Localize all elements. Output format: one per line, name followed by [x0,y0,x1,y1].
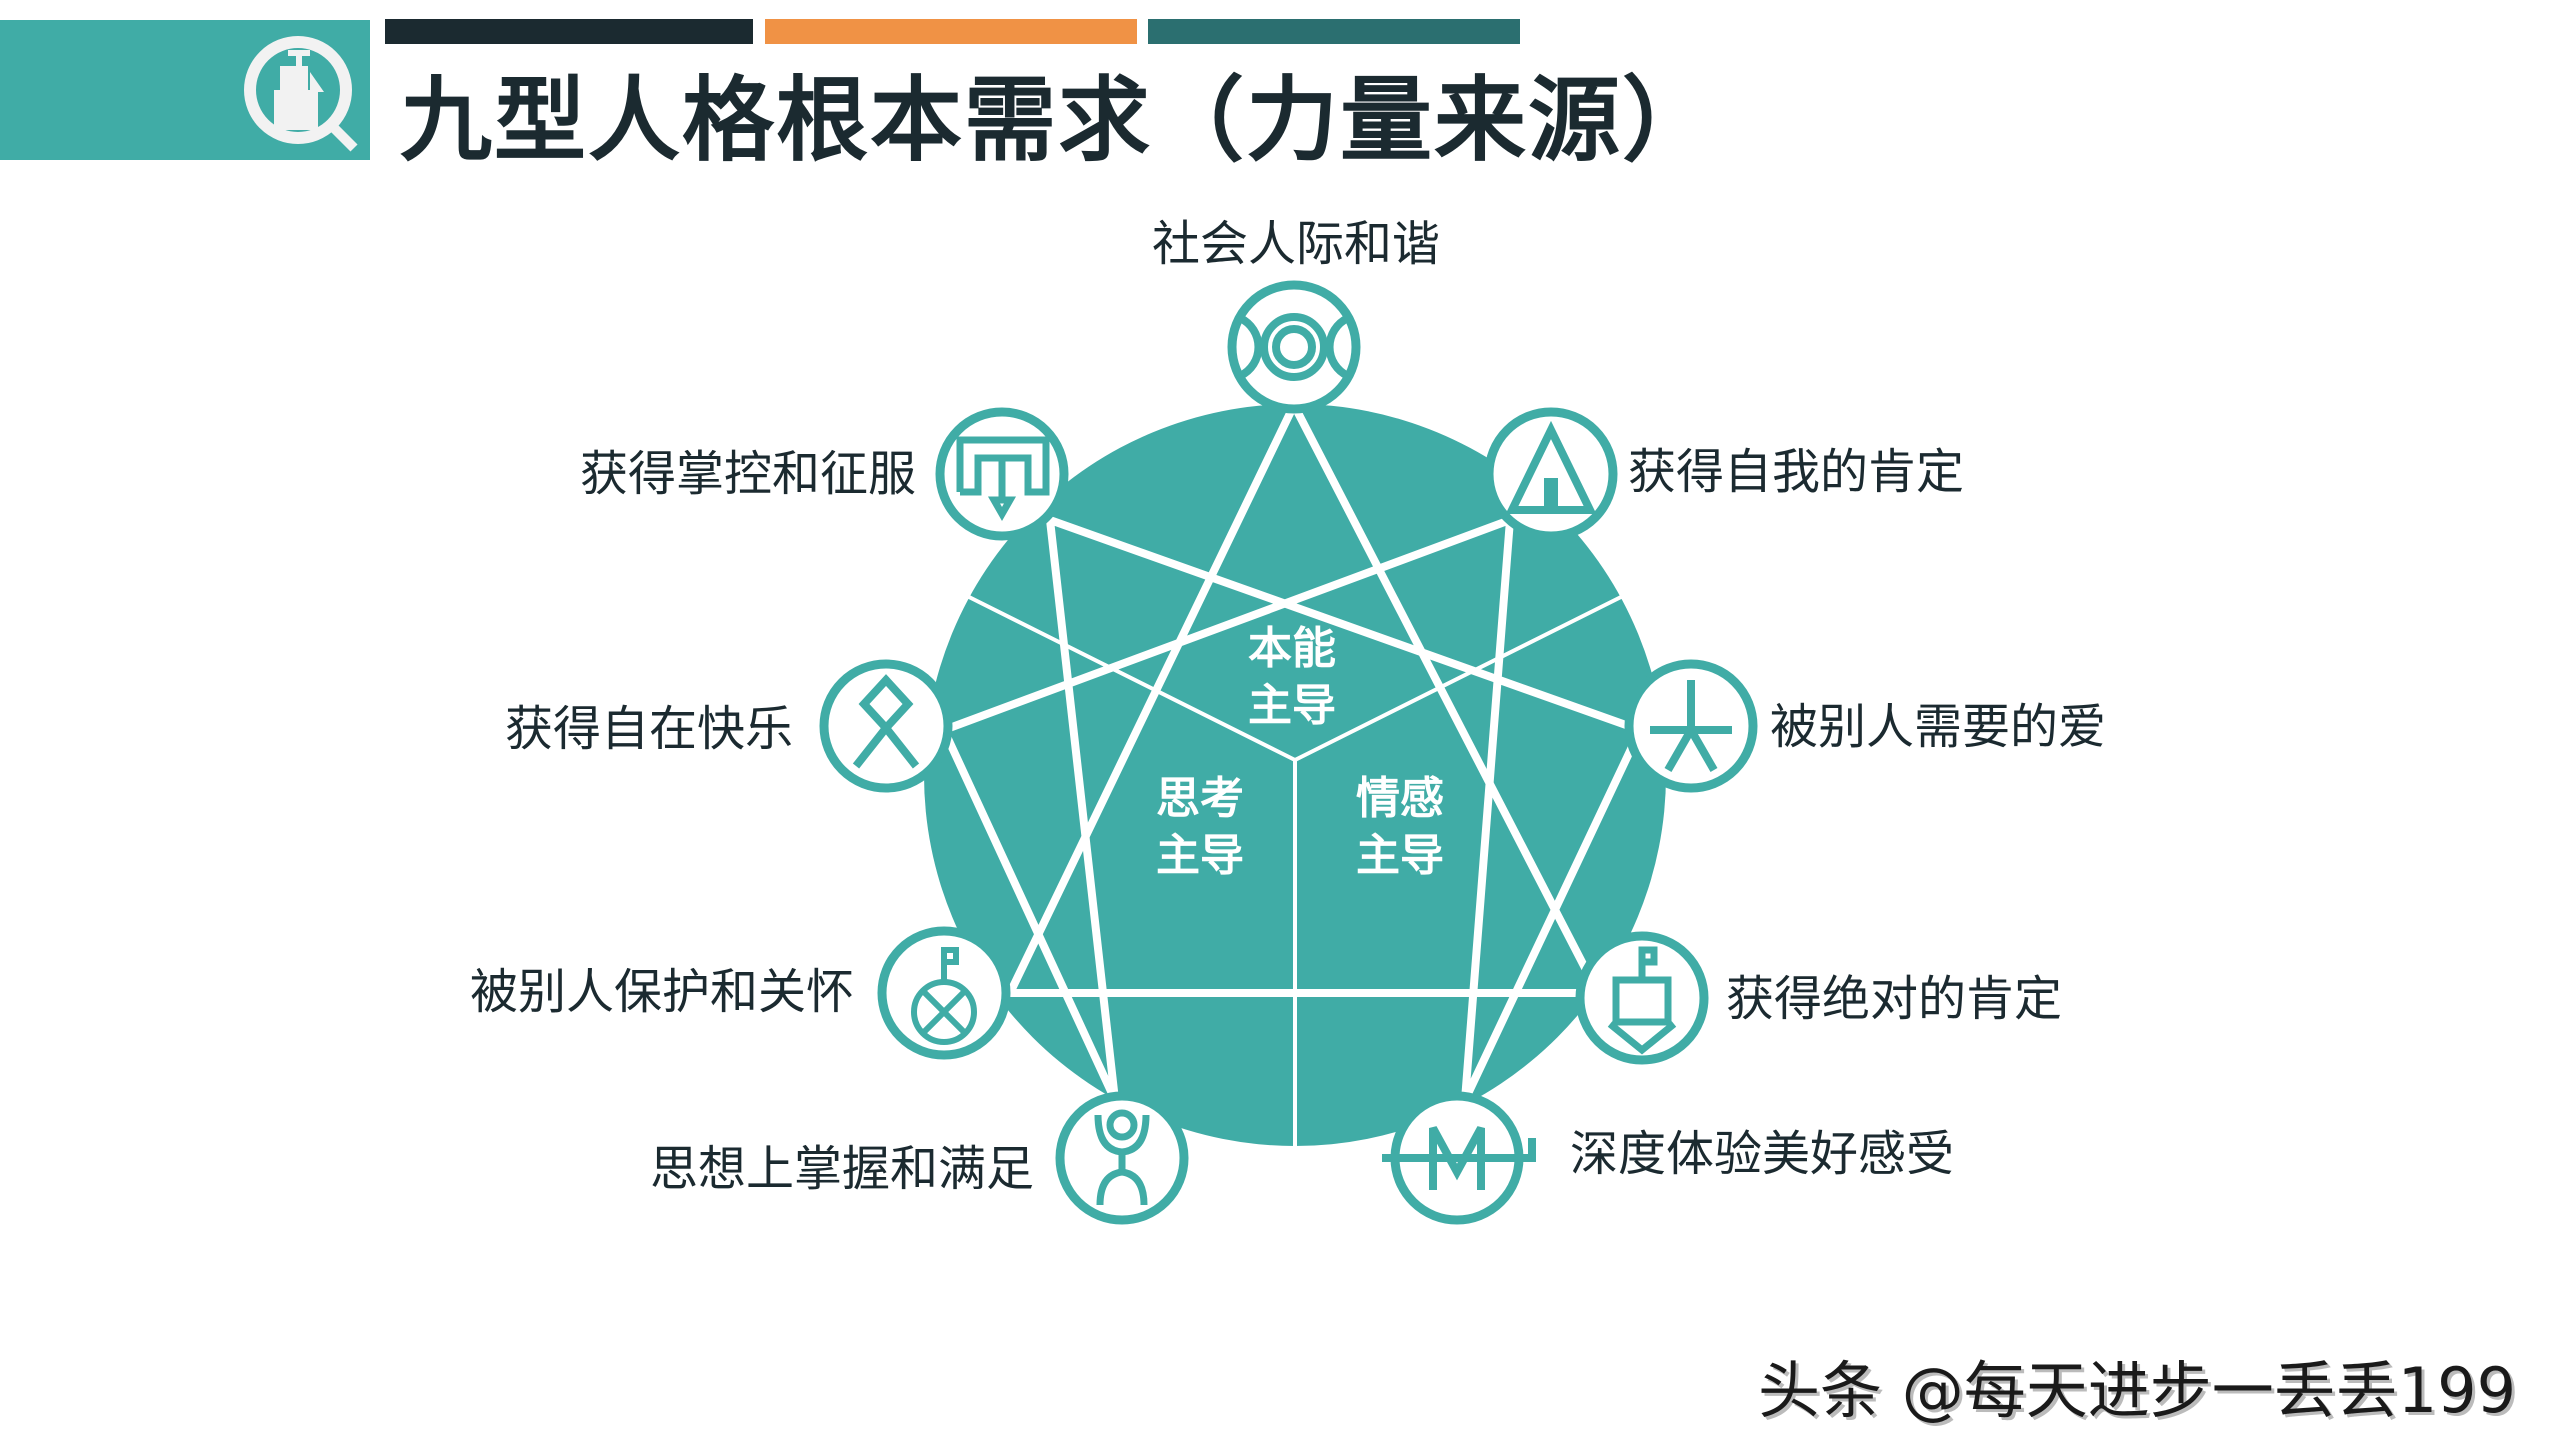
node-bottom-right [1382,1091,1536,1225]
tent-triangle-icon [1505,420,1597,514]
node-lower-left [877,926,1011,1060]
arch-arrow-icon [956,436,1050,522]
othala-rune-icon [852,674,920,769]
watermark: 头条 @每天进步一丢丢199 [1758,1354,2517,1427]
node-label-upper-right: 获得自我的肯定 [1628,444,1965,500]
node-top [1227,280,1361,414]
node-label-right: 被别人需要的爱 [1770,699,2107,755]
enneagram-triangle [1003,396,1605,997]
raised-arms-figure-icon [1094,1109,1150,1206]
node-upper-right [1484,407,1618,541]
node-label-bottom-left: 思想上掌握和满足 [650,1141,1035,1197]
node-bottom-left [1055,1091,1189,1225]
header-bar-orange [765,19,1137,44]
center-dividers [964,593,1626,1146]
node-label-lower-left: 被别人保护和关怀 [470,964,855,1020]
node-label-lower-right: 获得绝对的肯定 [1726,971,2063,1027]
node-label-top: 社会人际和谐 [1152,216,1441,272]
header-bar-teal [1148,19,1520,44]
asterisk-person-icon [1650,680,1732,772]
magnifier-person-icon [244,36,358,152]
node-left [819,659,953,793]
node-label-upper-left: 获得掌控和征服 [580,446,917,502]
node-lower-right [1575,931,1709,1065]
center-label-feeling: 情感 主导 [1356,773,1444,882]
flag-spinning-top-icon [1607,946,1677,1055]
node-upper-left [935,407,1069,541]
m-sigil-icon [1382,1126,1536,1190]
node-label-bottom-right: 深度体验美好感受 [1570,1126,1955,1182]
flag-crossed-circle-icon [911,947,977,1045]
header-bar-dark [385,19,753,44]
page-title: 九型人格根本需求（力量来源） [400,67,1717,174]
node-right [1624,659,1758,793]
interlocking-circles-icon [1238,313,1350,381]
center-label-thinking: 思考 主导 [1156,773,1244,882]
center-label-instinct: 本能 主导 [1248,623,1336,732]
node-label-left: 获得自在快乐 [505,701,794,757]
